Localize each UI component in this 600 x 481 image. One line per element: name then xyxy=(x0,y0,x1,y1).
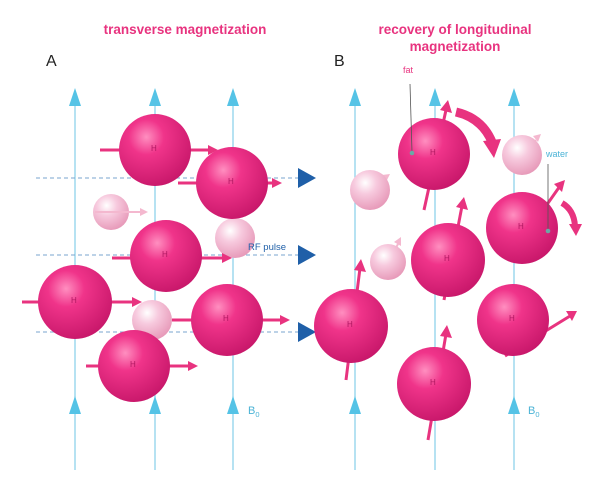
fat-label: fat xyxy=(403,65,414,75)
fat-nucleus: H xyxy=(172,284,290,356)
svg-text:H: H xyxy=(444,254,450,263)
svg-text:H: H xyxy=(518,222,524,231)
fat-nucleus: H xyxy=(398,100,470,211)
field-arrow-icon xyxy=(349,88,361,106)
field-arrow-icon xyxy=(508,396,520,414)
svg-text:H: H xyxy=(71,296,77,305)
fat-nucleus: H xyxy=(86,330,198,402)
water-nucleus xyxy=(215,218,255,258)
field-arrow-icon xyxy=(227,396,239,414)
svg-text:H: H xyxy=(347,320,353,329)
rotation-arrows xyxy=(454,107,582,236)
title-recovery-line1: recovery of longitudinal xyxy=(378,22,531,37)
panel-label-b: B xyxy=(334,53,345,70)
svg-text:H: H xyxy=(162,250,168,259)
field-arrow-icon xyxy=(69,88,81,106)
field-arrow-icon xyxy=(149,88,161,106)
field-arrow-icon xyxy=(69,396,81,414)
fat-nucleus: H xyxy=(486,180,565,264)
svg-text:H: H xyxy=(509,314,515,323)
water-nucleus xyxy=(502,134,542,175)
fat-nucleus: H xyxy=(314,259,388,381)
svg-text:H: H xyxy=(223,314,229,323)
rotation-arrow-large xyxy=(454,107,497,144)
water-label: water xyxy=(545,149,568,159)
field-arrow-icon xyxy=(227,88,239,106)
rotation-arrowhead-icon xyxy=(483,139,501,158)
field-arrow-icon xyxy=(149,396,161,414)
water-nucleus xyxy=(93,194,148,230)
svg-text:H: H xyxy=(430,378,436,387)
annotations: fat water xyxy=(403,65,568,234)
field-arrow-icon xyxy=(349,396,361,414)
water-nucleus xyxy=(132,300,172,340)
svg-text:H: H xyxy=(151,144,157,153)
rf-arrow-icon xyxy=(298,168,316,188)
b0-label-a: B0 xyxy=(248,405,260,419)
fat-nucleus: H xyxy=(112,220,232,292)
water-nucleus xyxy=(370,237,406,280)
rotation-arrowhead-icon xyxy=(569,224,582,236)
b0-label-b: B0 xyxy=(528,405,540,419)
svg-text:H: H xyxy=(228,177,234,186)
fat-nucleus: H xyxy=(22,265,142,339)
panel-a-nuclei: H H H H H H xyxy=(22,114,290,402)
rf-arrow-icon xyxy=(298,322,316,342)
panel-b-nuclei: H H H H H H xyxy=(314,100,577,441)
panel-label-a: A xyxy=(46,53,57,70)
fat-nucleus: H xyxy=(100,114,218,186)
svg-text:H: H xyxy=(430,148,436,157)
rf-arrow-icon xyxy=(298,245,316,265)
fat-nucleus: H xyxy=(178,147,282,219)
rf-pulse-label: RF pulse xyxy=(248,242,286,253)
field-arrow-icon xyxy=(508,88,520,106)
fat-nucleus: H xyxy=(477,284,577,358)
fat-nucleus: H xyxy=(411,197,485,301)
title-recovery-line2: magnetization xyxy=(410,39,501,54)
title-transverse: transverse magnetization xyxy=(104,22,267,37)
water-nucleus xyxy=(350,170,390,210)
field-arrow-icon xyxy=(429,88,441,106)
fat-nucleus: H xyxy=(397,325,471,441)
rotation-arrow-small xyxy=(560,200,578,227)
field-arrows-top xyxy=(69,88,520,106)
svg-text:H: H xyxy=(130,360,136,369)
